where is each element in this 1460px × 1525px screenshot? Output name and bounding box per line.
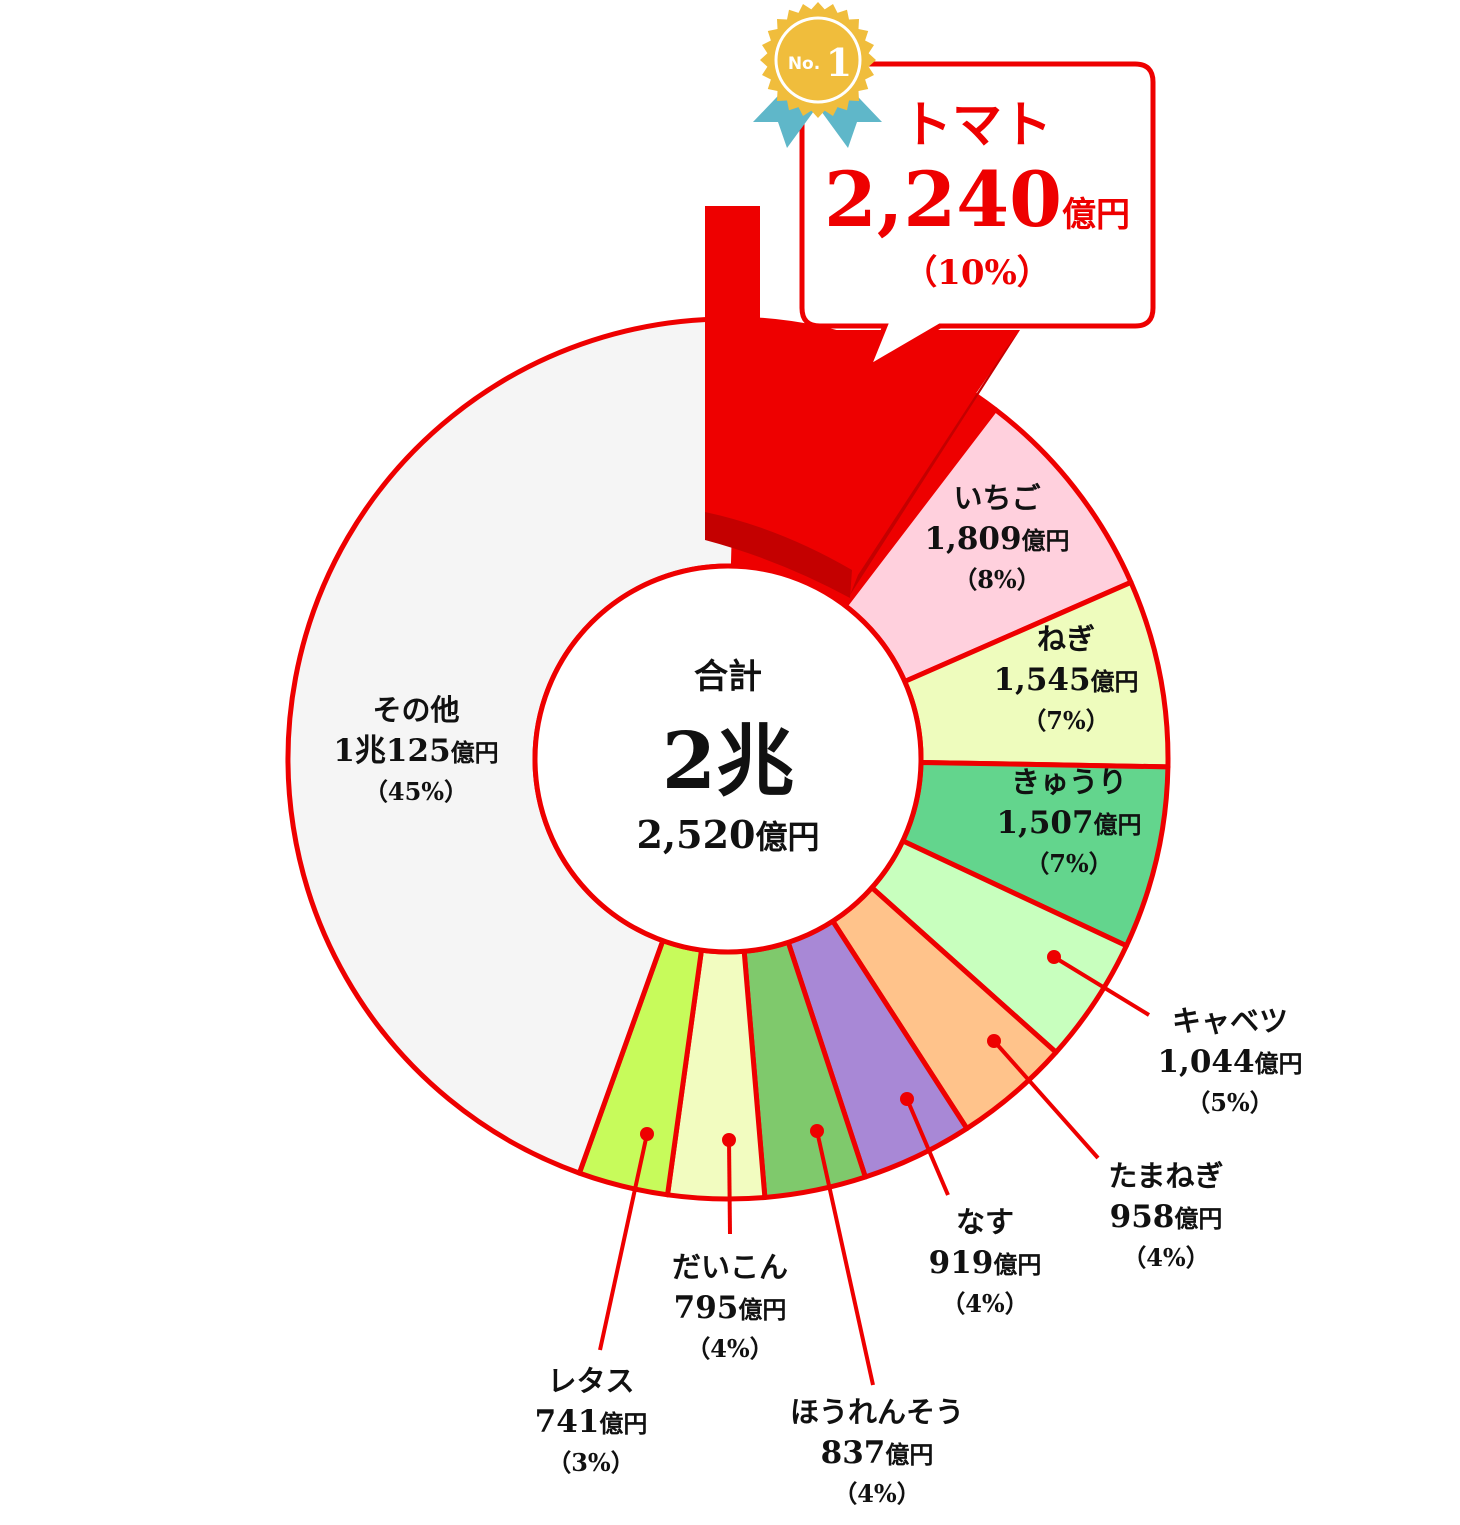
leader-dot-cabbage xyxy=(1047,950,1061,964)
slice-percent-strawberry: （8%） xyxy=(953,565,1041,594)
leader-lines xyxy=(598,950,1151,1386)
total-sub-unit: 億円 xyxy=(755,818,819,856)
slice-percent-negi: （7%） xyxy=(1022,706,1110,735)
slice-labels: いちご1,809億円（8%）ねぎ1,545億円（7%）きゅうり1,507億円（7… xyxy=(333,481,1302,1508)
slice-value-cucumber: 1,507億円 xyxy=(996,805,1141,841)
slice-value-number-daikon: 795 xyxy=(674,1290,739,1326)
slice-value-unit-lettuce: 億円 xyxy=(599,1410,647,1438)
slice-value-negi: 1,545億円 xyxy=(993,662,1138,698)
slice-percent-other: （45%） xyxy=(364,777,468,806)
slice-value-number-cabbage: 1,044 xyxy=(1157,1044,1254,1080)
slice-value-unit-cucumber: 億円 xyxy=(1094,811,1142,839)
slice-value-unit-other: 億円 xyxy=(451,739,499,767)
slice-percent-onion: （4%） xyxy=(1122,1243,1210,1272)
slice-value-onion: 958億円 xyxy=(1110,1199,1223,1235)
total-sub-number: 2,520 xyxy=(636,812,755,857)
callout-label: トマト xyxy=(902,96,1052,154)
slice-value-number-other: 1兆125 xyxy=(333,733,450,769)
slice-label-strawberry: いちご xyxy=(953,481,1040,515)
medal-rank-label: 1 xyxy=(826,40,852,85)
slice-label-lettuce: レタス xyxy=(547,1364,634,1398)
slice-percent-eggplant: （4%） xyxy=(941,1289,1029,1318)
arrow-side xyxy=(850,330,1020,595)
total-big-value: 2兆 xyxy=(662,716,794,807)
slice-value-unit-onion: 億円 xyxy=(1174,1205,1222,1233)
slice-value-lettuce: 741億円 xyxy=(535,1404,648,1440)
leader-line-daikon xyxy=(727,1139,732,1235)
rank-medal-icon: No. 1 xyxy=(753,2,882,148)
slice-value-number-eggplant: 919 xyxy=(929,1245,994,1281)
arrow-shadow xyxy=(705,512,852,598)
total-title: 合計 xyxy=(694,657,762,697)
slice-value-number-onion: 958 xyxy=(1110,1199,1175,1235)
leader-dot-spinach xyxy=(810,1124,824,1138)
leader-line-lettuce xyxy=(598,1133,649,1351)
slice-value-unit-daikon: 億円 xyxy=(738,1296,786,1324)
slice-value-daikon: 795億円 xyxy=(674,1290,787,1326)
slice-label-cabbage: キャベツ xyxy=(1172,1004,1288,1038)
slice-value-unit-cabbage: 億円 xyxy=(1255,1050,1303,1078)
slice-value-unit-negi: 億円 xyxy=(1091,668,1139,696)
slice-value-eggplant: 919億円 xyxy=(929,1245,1042,1281)
leader-line-cabbage xyxy=(1052,955,1151,1017)
leader-line-spinach xyxy=(815,1130,875,1386)
medal-no-label: No. xyxy=(788,54,820,74)
slice-value-other: 1兆125億円 xyxy=(333,733,498,769)
leader-dot-onion xyxy=(987,1034,1001,1048)
slice-label-spinach: ほうれんそう xyxy=(790,1395,964,1429)
slice-value-unit-spinach: 億円 xyxy=(885,1441,933,1469)
leader-line-onion xyxy=(992,1039,1100,1160)
slice-value-number-cucumber: 1,507 xyxy=(996,805,1093,841)
slice-label-onion: たまねぎ xyxy=(1108,1159,1223,1193)
total-sub-value: 2,520億円 xyxy=(636,812,819,857)
slice-value-unit-strawberry: 億円 xyxy=(1022,527,1070,555)
callout-percent: （10%） xyxy=(903,253,1051,293)
arrow-body xyxy=(705,206,1020,575)
slice-label-negi: ねぎ xyxy=(1037,622,1095,656)
slice-value-number-negi: 1,545 xyxy=(993,662,1090,698)
slice-value-unit-eggplant: 億円 xyxy=(993,1251,1041,1279)
slice-percent-cabbage: （5%） xyxy=(1186,1088,1274,1117)
slice-value-number-lettuce: 741 xyxy=(535,1404,600,1440)
leader-dot-eggplant xyxy=(900,1092,914,1106)
slice-percent-spinach: （4%） xyxy=(833,1479,921,1508)
slice-value-cabbage: 1,044億円 xyxy=(1157,1044,1302,1080)
callout-unit: 億円 xyxy=(1062,195,1130,235)
chart-slices xyxy=(285,316,1171,1202)
callout-value: 2,240億円 xyxy=(824,155,1130,244)
callout-number: 2,240 xyxy=(824,155,1062,244)
slice-value-number-strawberry: 1,809 xyxy=(924,521,1021,557)
slice-percent-lettuce: （3%） xyxy=(547,1448,635,1477)
slice-percent-cucumber: （7%） xyxy=(1025,849,1113,878)
slice-value-strawberry: 1,809億円 xyxy=(924,521,1069,557)
slice-percent-daikon: （4%） xyxy=(686,1334,774,1363)
slice-label-eggplant: なす xyxy=(956,1205,1014,1239)
slice-label-other: その他 xyxy=(372,693,459,727)
leader-line-eggplant xyxy=(905,1098,950,1196)
highlight-arrow xyxy=(705,206,1020,598)
slice-value-spinach: 837億円 xyxy=(821,1435,934,1471)
medal-inner xyxy=(774,16,862,104)
slice-label-daikon: だいこん xyxy=(672,1250,788,1284)
slice-value-number-spinach: 837 xyxy=(821,1435,886,1471)
leader-dot-lettuce xyxy=(640,1127,654,1141)
leader-dot-daikon xyxy=(722,1133,736,1147)
highlight-callout: トマト 2,240億円 （10%） xyxy=(799,61,1156,374)
center-hole xyxy=(532,563,924,955)
slice-label-cucumber: きゅうり xyxy=(1011,765,1127,799)
